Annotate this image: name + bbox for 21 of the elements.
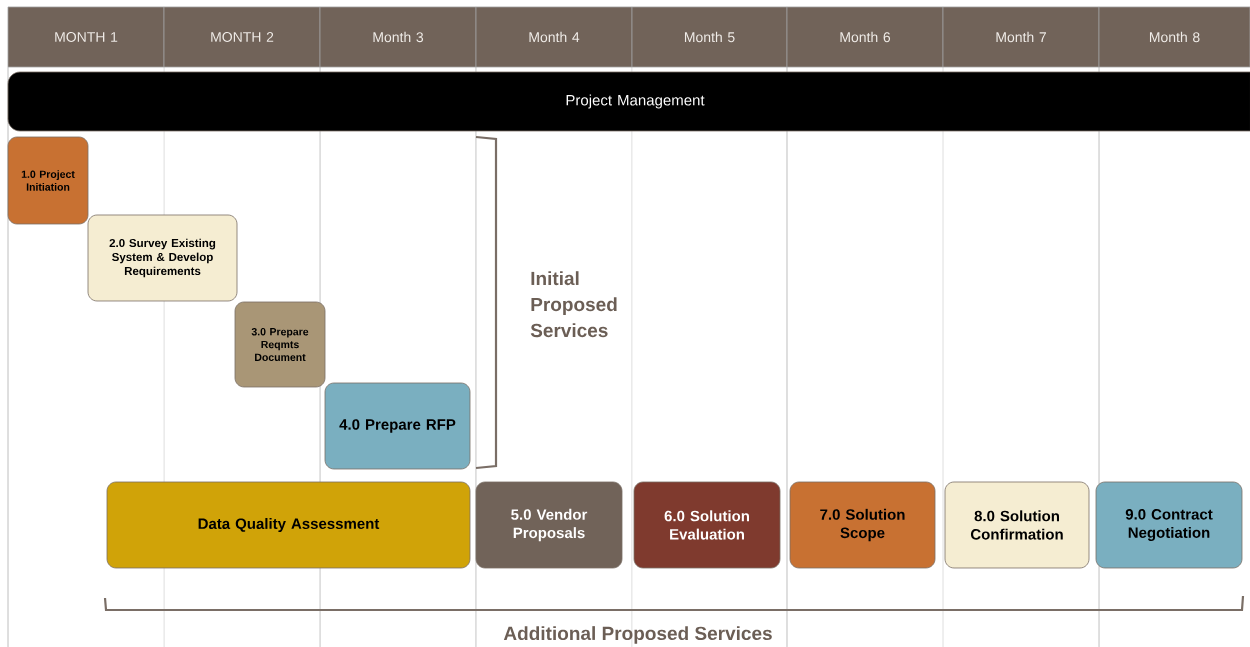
bracket-label: Additional Proposed Services	[503, 626, 772, 644]
month-header-cell: Month 4	[475, 6, 633, 68]
task-box: 3.0 Prepare Reqmts Document	[234, 301, 326, 388]
task-box: 5.0 Vendor Proposals	[475, 481, 623, 569]
month-header-cell: Month 8	[1098, 6, 1250, 68]
task-box: 8.0 Solution Confirmation	[944, 481, 1090, 569]
task-box: Data Quality Assessment	[106, 481, 471, 569]
month-header-cell: Month 7	[942, 6, 1100, 68]
task-box: 4.0 Prepare RFP	[324, 382, 471, 470]
task-box: 2.0 Survey Existing System & Develop Requirements	[87, 214, 238, 302]
month-header-cell: Month 3	[319, 6, 477, 68]
month-header-cell: Month 5	[631, 6, 788, 68]
bracket-label: Initial Proposed Services	[530, 271, 617, 338]
project-management-bar: Project Management	[7, 71, 1250, 132]
task-box: 1.0 Project Initiation	[7, 136, 89, 225]
task-box: 9.0 Contract Negotiation	[1095, 481, 1243, 569]
month-header-cell: MONTH 2	[163, 6, 321, 68]
month-header-cell: Month 6	[786, 6, 944, 68]
task-box: 7.0 Solution Scope	[789, 481, 936, 569]
month-header-cell: MONTH 1	[7, 6, 165, 68]
task-box: 6.0 Solution Evaluation	[633, 481, 781, 569]
